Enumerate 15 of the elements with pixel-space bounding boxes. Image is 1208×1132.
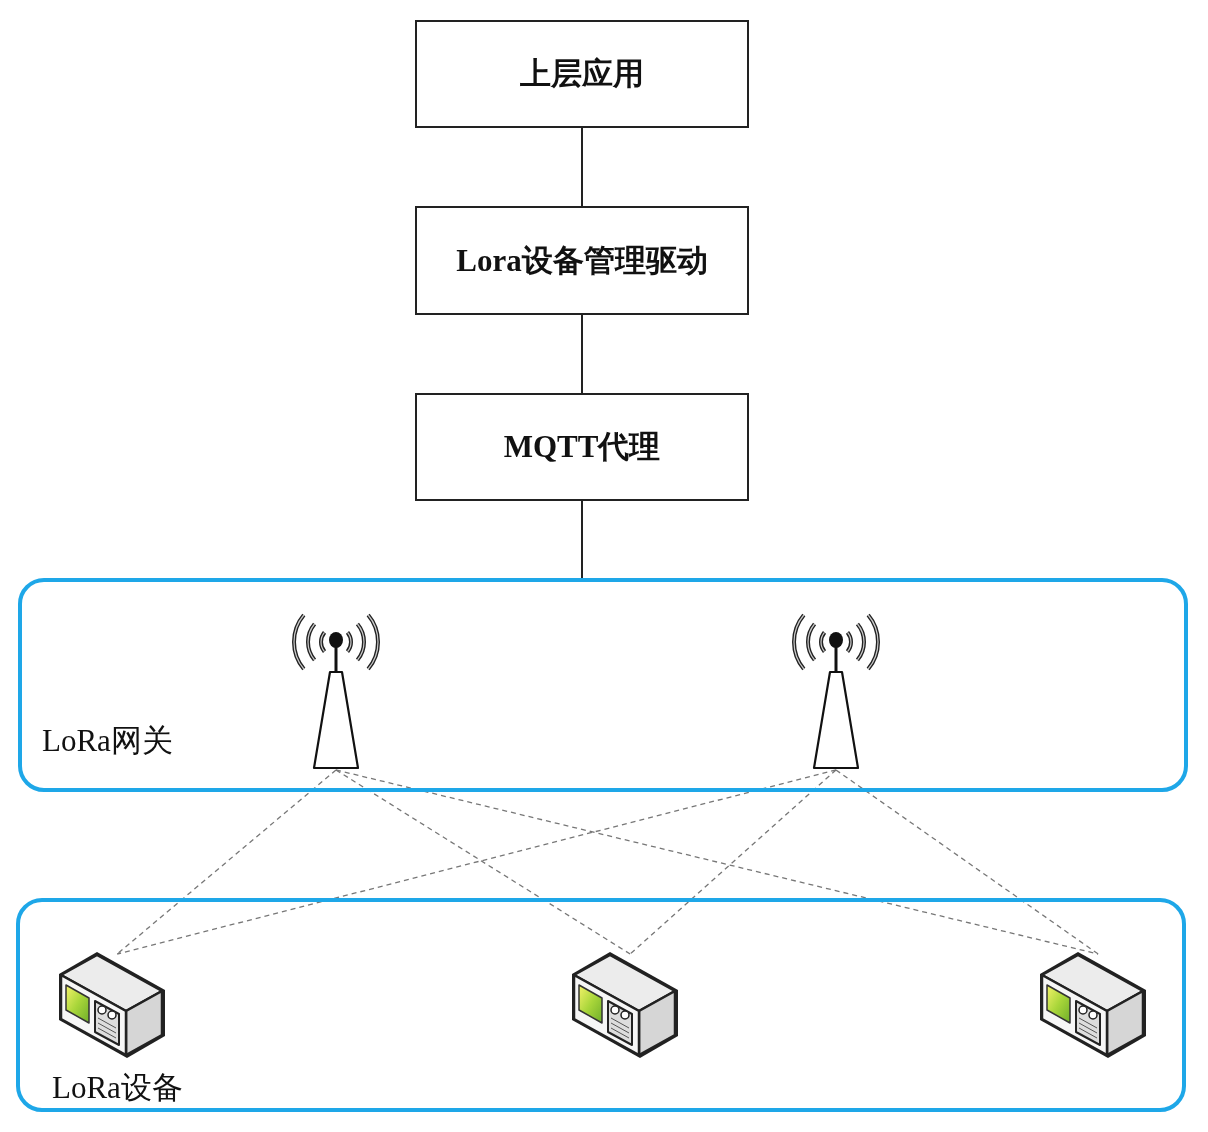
connector-line xyxy=(581,314,583,394)
dashed-link xyxy=(116,769,837,955)
process-box: Lora设备管理驱动 xyxy=(415,206,749,315)
group-label: LoRa网关 xyxy=(42,722,173,760)
process-box: MQTT代理 xyxy=(415,393,749,501)
connector-line xyxy=(581,127,583,207)
group-band xyxy=(16,898,1186,1112)
group-label: LoRa设备 xyxy=(52,1069,183,1107)
group-band xyxy=(18,578,1188,792)
dashed-link xyxy=(335,769,631,955)
dashed-link xyxy=(116,769,337,955)
dashed-link xyxy=(629,769,837,955)
process-box: 上层应用 xyxy=(415,20,749,128)
connector-line xyxy=(581,500,583,579)
dashed-link xyxy=(835,769,1099,955)
